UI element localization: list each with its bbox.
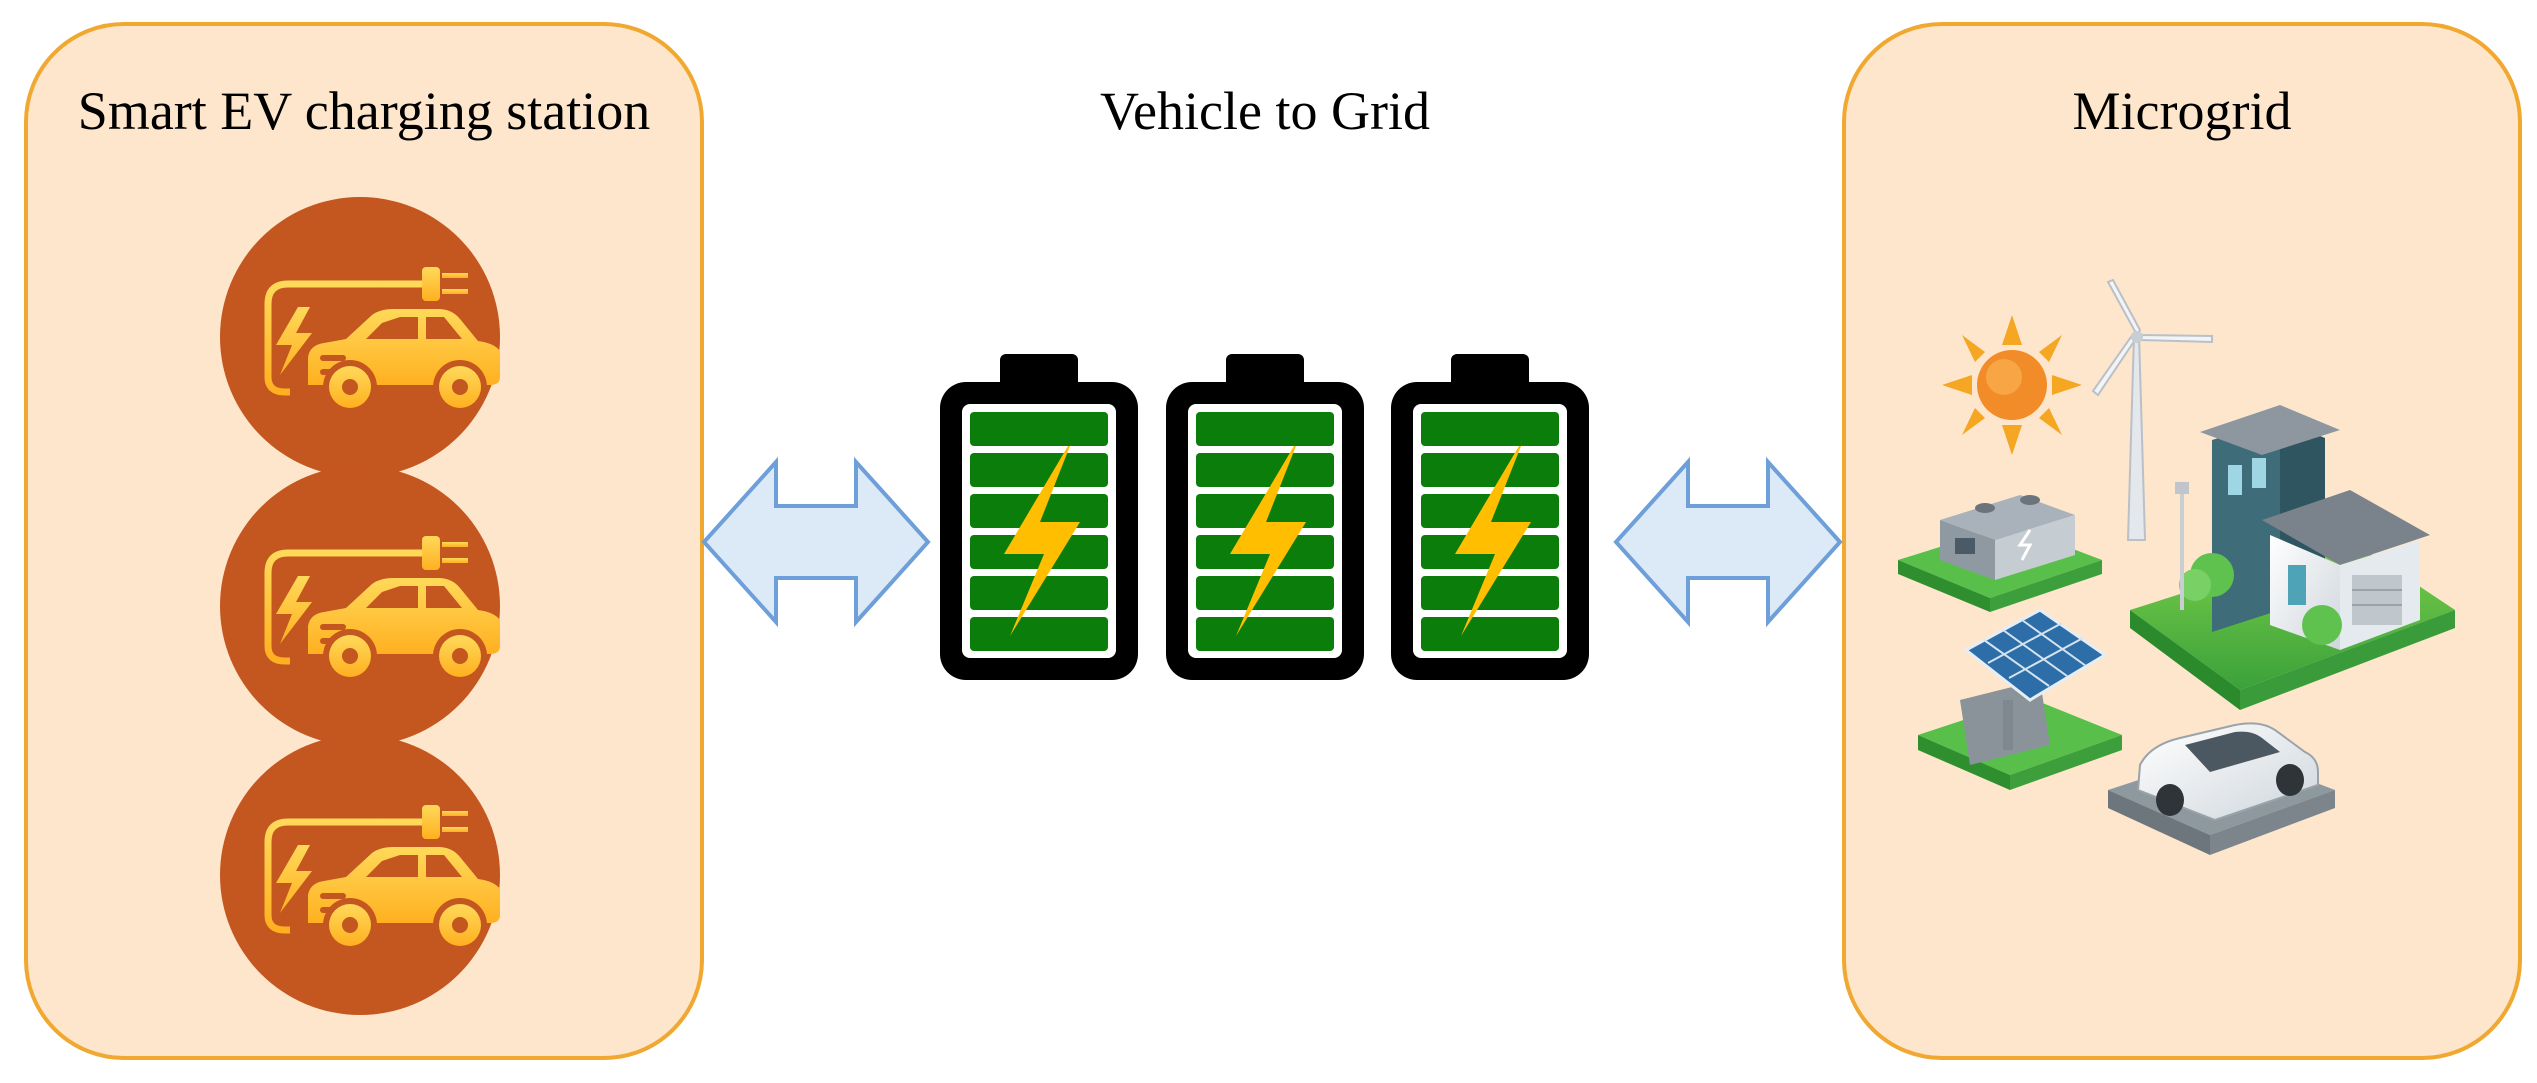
- ev-charging-car-icon: [220, 735, 500, 1015]
- bidirectional-arrow-right: [1614, 460, 1842, 624]
- microgrid-illustration: [1898, 278, 2455, 855]
- vehicle-to-grid-title: Vehicle to Grid: [1100, 81, 1430, 141]
- ev-charging-station-title: Smart EV charging station: [77, 81, 651, 141]
- ev-charging-car-icon: [220, 197, 500, 477]
- house-icon: [2130, 405, 2455, 710]
- battery-storage-icon: [1898, 495, 2102, 612]
- bidirectional-arrow-left: [702, 460, 930, 624]
- charged-battery-icon: [1166, 354, 1364, 680]
- microgrid-title: Microgrid: [2072, 81, 2292, 141]
- electric-car-icon: [2108, 722, 2335, 855]
- sun-icon: [1942, 315, 2082, 455]
- charged-battery-icon: [1391, 354, 1589, 680]
- solar-panel-icon: [1918, 608, 2122, 790]
- charged-battery-icon: [940, 354, 1138, 680]
- wind-turbine-icon: [2091, 278, 2213, 541]
- ev-charging-car-icon: [220, 466, 500, 746]
